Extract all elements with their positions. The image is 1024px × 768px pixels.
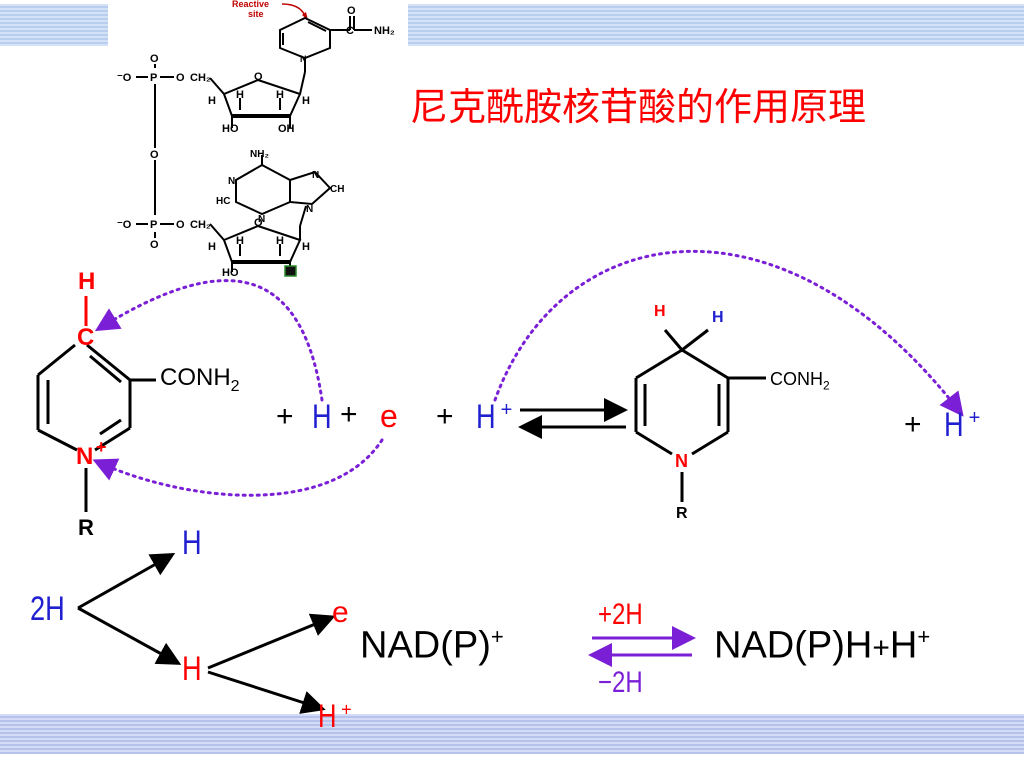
phosphorus-1: P — [150, 72, 157, 84]
split-h-middle: H — [182, 650, 202, 688]
left-ring-h: H — [78, 268, 96, 295]
forward-label: +2H — [598, 598, 643, 631]
plus-2: + — [340, 398, 358, 431]
phosphate-o-minus-1: ⁻O — [117, 72, 132, 84]
adenine-nh2: NH₂ — [250, 149, 269, 160]
adenine-ch: CH — [330, 184, 344, 195]
ribose-h-2d: H — [302, 241, 310, 253]
electron-e: e — [380, 398, 398, 434]
ribose-h-1a: H — [208, 95, 216, 107]
ribose-h-1b: H — [236, 89, 244, 101]
reactive-site-label-2: site — [248, 9, 264, 19]
right-ring-conh2: CONH2 — [770, 369, 830, 393]
left-ring-c: C — [77, 324, 95, 351]
structure-background — [108, 0, 408, 292]
ch2-1: CH₂ — [190, 72, 211, 84]
ribose-ho-2: HO — [222, 267, 239, 279]
adenine-n3: N — [258, 214, 265, 225]
split-e: e — [332, 596, 349, 629]
left-pyridinium-ring — [36, 343, 156, 512]
amide-nh2: NH₂ — [374, 25, 395, 37]
ribose-h-2a: H — [208, 241, 216, 253]
split-h-upper: H — [182, 524, 202, 562]
phosphate-o-1: O — [176, 72, 185, 84]
amide-c: C — [346, 25, 354, 37]
right-ring-r: R — [676, 505, 688, 522]
proton-h-right: H+ — [944, 406, 981, 445]
adenine-n9: N — [306, 204, 313, 215]
plus-1: + — [276, 400, 294, 433]
right-ring-h-right: H — [712, 309, 724, 326]
hydride-h: H — [312, 398, 332, 436]
proton-h: H+ — [476, 398, 513, 437]
bridge-o: O — [150, 149, 159, 161]
electron-flow-curves — [92, 249, 964, 497]
pyridinium-n: N — [300, 54, 307, 64]
bottom-decorative-band — [0, 714, 1024, 754]
ribose-o-2: O — [254, 217, 263, 229]
ribose-h-1d: H — [302, 95, 310, 107]
split-h-plus: H+ — [318, 698, 352, 734]
plus-right: + — [904, 408, 922, 441]
adenine-n1: N — [228, 176, 235, 187]
ribose-o-1: O — [254, 71, 263, 83]
ribose-ho-1: HO — [222, 123, 239, 135]
adenine-n7: N — [312, 170, 319, 181]
phosphate-o-2: O — [176, 219, 185, 231]
backward-label: −2H — [598, 666, 643, 699]
ribose-h-2c: H — [276, 235, 284, 247]
left-ring-conh2: CONH2 — [160, 364, 240, 395]
ribose-oh-1: OH — [278, 123, 295, 135]
phosphate-o-bottom-2: O — [150, 239, 159, 251]
adenine-hc: HC — [216, 196, 230, 207]
ribose-h-2b: H — [236, 235, 244, 247]
phosphate-o-top-1: O — [150, 53, 159, 65]
reactive-site-label: Reactive — [232, 0, 269, 9]
equation-arrows — [588, 626, 696, 667]
amide-o: O — [347, 5, 356, 17]
phosphate-o-minus-2: ⁻O — [117, 219, 132, 231]
left-ring-r: R — [78, 515, 94, 540]
nadp-label: NAD(P)+ — [360, 624, 504, 667]
right-dihydropyridine-ring — [634, 328, 766, 502]
split-arrows — [77, 553, 336, 714]
left-ring-n-charge: + — [96, 437, 107, 457]
nadph-label: NAD(P)H+H+ — [714, 624, 931, 667]
ribose-h-1c: H — [276, 89, 284, 101]
slide-title: 尼克酰胺核苷酸的作用原理 — [410, 85, 867, 129]
right-ring-h-left: H — [654, 303, 666, 320]
right-ring-n: N — [675, 451, 688, 471]
equilibrium-arrows — [518, 398, 628, 439]
plus-3: + — [436, 400, 454, 433]
phosphorus-2: P — [150, 219, 157, 231]
ch2-2: CH₂ — [190, 219, 211, 231]
left-ring-n: N — [76, 443, 94, 470]
two-h-label: 2H — [30, 590, 65, 628]
